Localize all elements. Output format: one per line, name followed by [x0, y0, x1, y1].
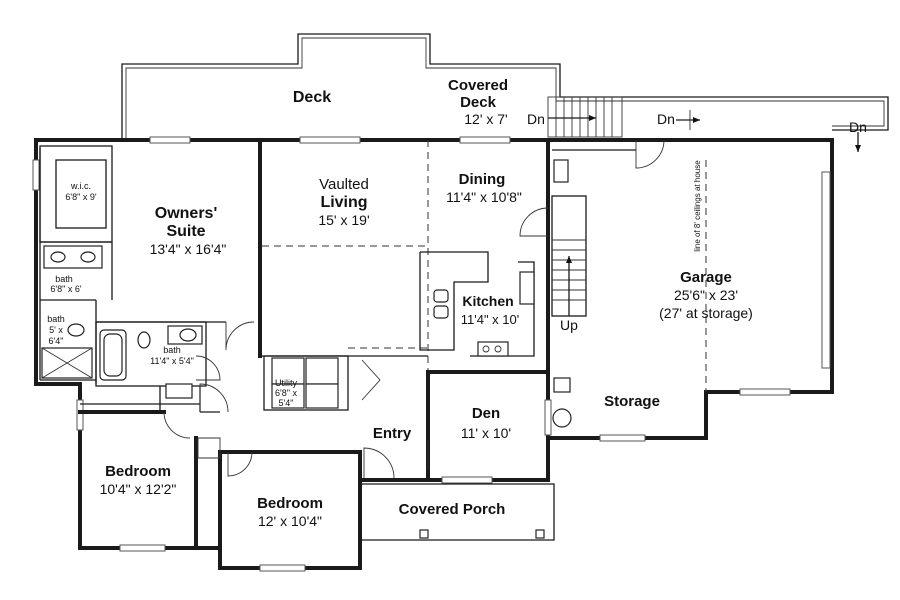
- stair-down-label-3: Dn: [849, 119, 867, 135]
- owners-suite-label-line2: Suite: [166, 223, 205, 240]
- bath-fixtures: [41, 245, 203, 399]
- stair-up-label: Up: [560, 317, 578, 333]
- dining-dims: 11'4" x 10'8": [446, 189, 522, 205]
- vaulted-living-label-line1: Vaulted: [319, 176, 369, 193]
- den-dims: 11' x 10': [461, 425, 511, 441]
- utility-dims-line1: 6'8" x: [275, 388, 297, 398]
- stair-down-label-2: Dn: [657, 111, 675, 127]
- garage-note: (27' at storage): [659, 305, 753, 321]
- bath-a-label: bath: [55, 274, 73, 284]
- bedroom-1-label: Bedroom: [105, 463, 171, 480]
- bath-b-label: bath: [47, 314, 65, 324]
- bedroom-2-label: Bedroom: [257, 495, 323, 512]
- bath-c-dims: 11'4" x 5'4": [150, 356, 194, 366]
- stair-down-label-1: Dn: [527, 111, 545, 127]
- garage-fixtures: [552, 159, 572, 428]
- garage-ceiling-note: line of 8' ceilings at house: [693, 160, 702, 252]
- bath-b-dims-line1: 5' x: [49, 325, 63, 335]
- covered-porch-outline: [360, 483, 555, 541]
- covered-porch-label: Covered Porch: [399, 501, 506, 518]
- den-label: Den: [472, 405, 500, 422]
- covered-deck-label-line1: Covered: [448, 77, 508, 94]
- utility-fixtures: [271, 357, 339, 409]
- garage-label: Garage: [680, 269, 732, 286]
- down-arrow-2: [676, 110, 700, 130]
- kitchen-dims: 11'4" x 10': [461, 312, 520, 327]
- windows: [32, 136, 831, 572]
- bedroom-1-dims: 10'4" x 12'2": [100, 481, 177, 497]
- interior-walls: [39, 138, 707, 550]
- owners-suite-label-line1: Owners': [155, 205, 218, 222]
- owners-suite-dims: 13'4" x 16'4": [150, 241, 227, 257]
- bath-b-dims-line2: 6'4": [49, 336, 64, 346]
- utility-dims-line2: 5'4": [279, 398, 294, 408]
- interior-stairs: [551, 195, 587, 317]
- vaulted-living-label-line2: Living: [320, 194, 367, 211]
- kitchen-fixtures: [419, 251, 535, 357]
- kitchen-label: Kitchen: [462, 293, 513, 309]
- bath-a-dims: 6'8" x 6': [50, 284, 81, 294]
- deck-label: Deck: [293, 89, 331, 106]
- covered-deck-label-line2: Deck: [460, 94, 497, 111]
- garage-dims: 25'6" x 23': [674, 287, 738, 303]
- wic-label: w.i.c.: [70, 181, 91, 191]
- wic-dims: 6'8" x 9': [65, 192, 96, 202]
- dining-label: Dining: [459, 171, 506, 188]
- storage-label: Storage: [604, 393, 660, 410]
- down-arrow-3: [855, 132, 861, 152]
- bedroom-2-dims: 12' x 10'4": [258, 513, 322, 529]
- bath-c-label: bath: [163, 345, 181, 355]
- covered-deck-dims: 12' x 7': [464, 111, 507, 127]
- vaulted-living-dims: 15' x 19': [318, 212, 369, 228]
- deck-outline: [121, 33, 889, 138]
- utility-label: Utility: [275, 378, 297, 388]
- deck-stairs: [547, 96, 623, 138]
- door-swings: [163, 139, 665, 479]
- entry-label: Entry: [373, 425, 412, 442]
